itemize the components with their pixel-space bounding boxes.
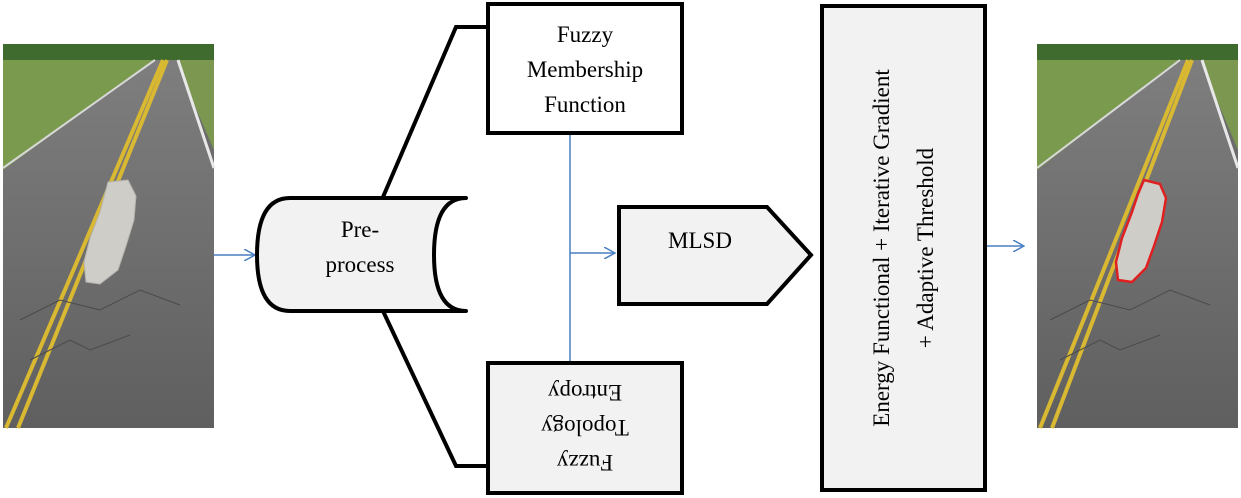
branch-line-top [381, 25, 488, 198]
fuzzy-membership-line3: Function [544, 92, 626, 117]
fuzzy-topology-line1: Fuzzy [556, 450, 613, 475]
fuzzy-topology-block: Fuzzy Topology Entropy [486, 361, 684, 495]
segmented-pothole [1114, 178, 1168, 284]
mlsd-label: MLSD [668, 228, 732, 253]
energy-label-line1: Energy Functional + Iterative Gradient [869, 69, 894, 427]
input-road-image [2, 44, 216, 429]
energy-block: Energy Functional + Iterative Gradient +… [820, 4, 987, 492]
fuzzy-topology-line2: Topology [541, 415, 629, 440]
branch-line-bottom [381, 310, 488, 468]
preprocess-label-line1: Pre- [341, 217, 379, 242]
mlsd-block: MLSD [617, 205, 814, 306]
fuzzy-membership-block: Fuzzy Membership Function [486, 2, 684, 135]
fuzzy-topology-line3: Entropy [547, 380, 622, 405]
fuzzy-membership-line2: Membership [527, 57, 643, 82]
fuzzy-membership-line1: Fuzzy [557, 22, 614, 47]
energy-label-line2: + Adaptive Threshold [913, 147, 938, 348]
preprocess-label-line2: process [326, 252, 395, 277]
output-road-image [1036, 44, 1240, 429]
preprocess-block: Pre- process [255, 196, 468, 313]
